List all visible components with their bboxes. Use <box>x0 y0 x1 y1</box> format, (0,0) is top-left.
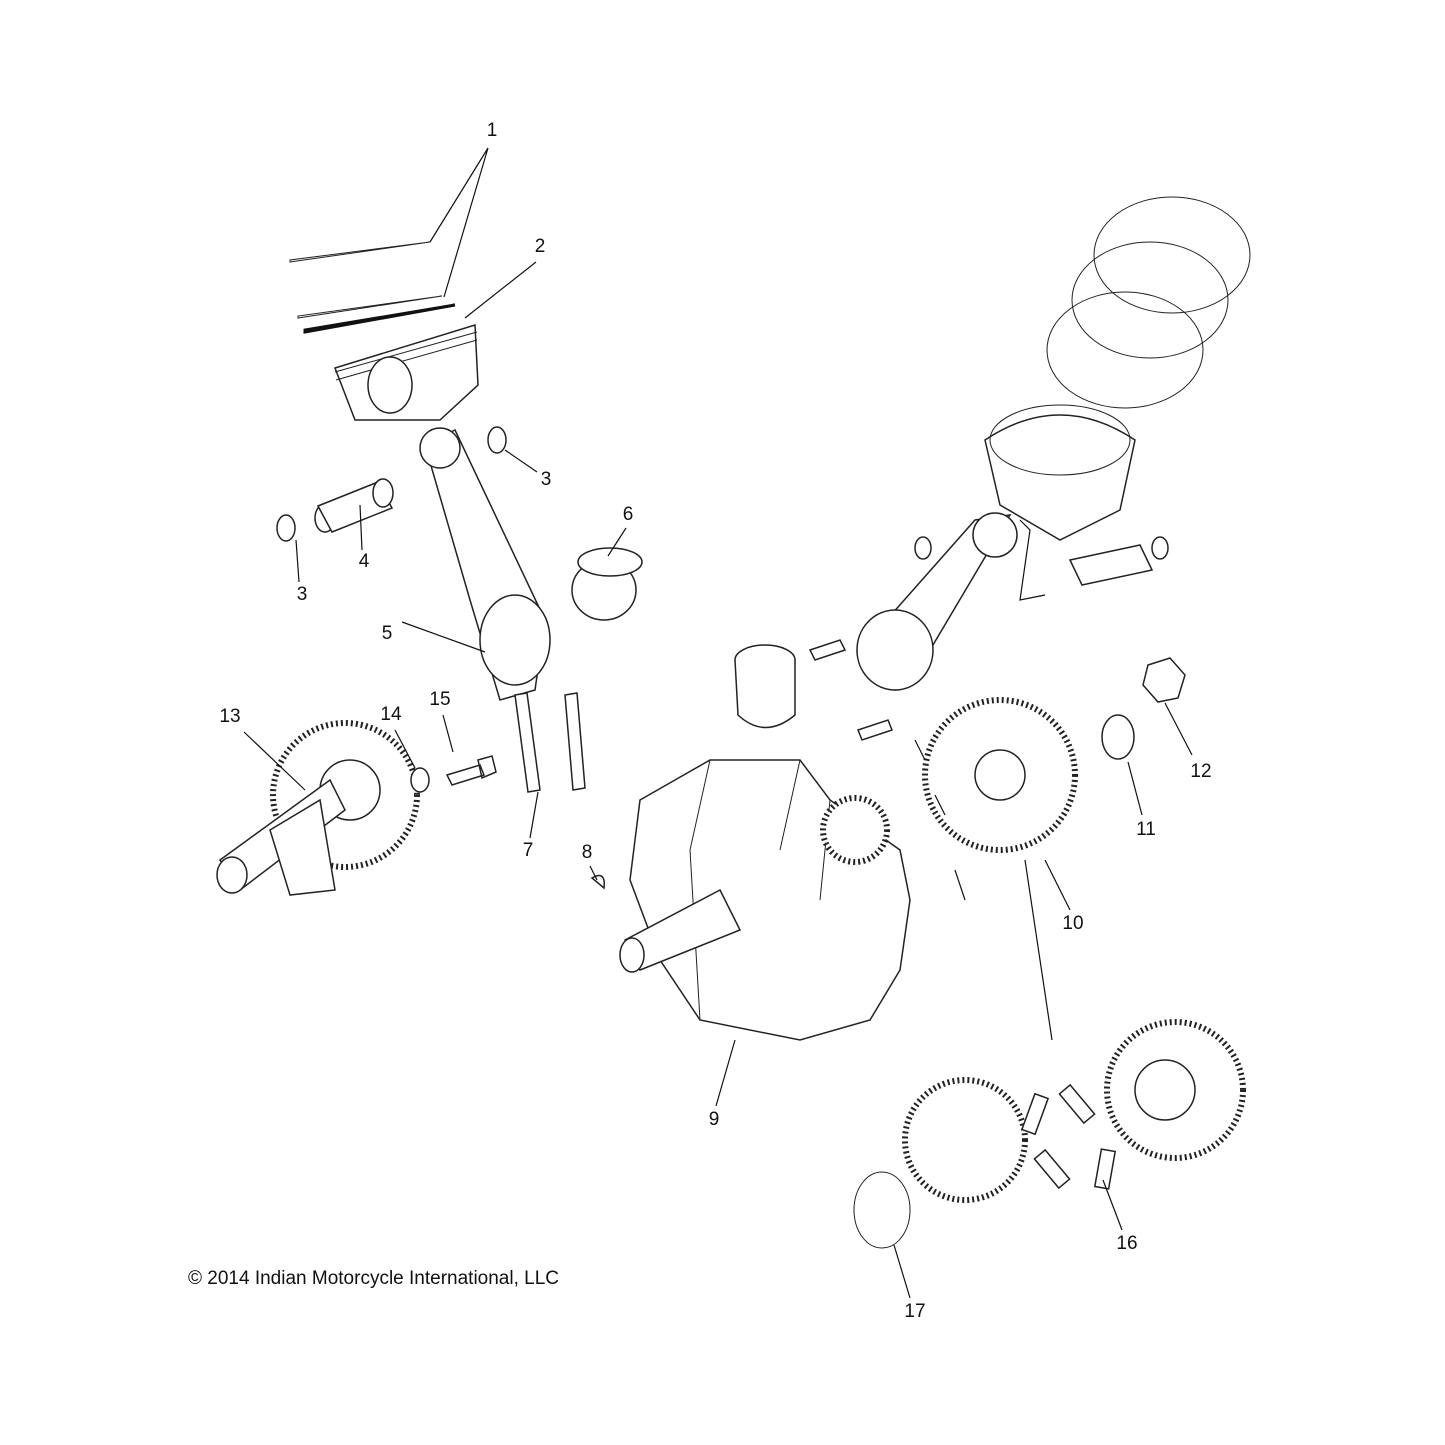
callout-12: 12 <box>1190 761 1212 782</box>
wrist-pin-right <box>1068 544 1154 586</box>
callout-4: 4 <box>358 551 370 572</box>
callout-1: 1 <box>486 120 498 141</box>
bolt <box>445 755 497 786</box>
primary-drive-gear <box>922 697 1078 853</box>
wrist-pin-left <box>314 478 394 533</box>
callout-2: 2 <box>534 236 546 257</box>
callout-7: 7 <box>522 840 534 861</box>
callout-11: 11 <box>1136 819 1156 840</box>
scissor-gear-assembly <box>853 1019 1246 1249</box>
callout-3: 3 <box>540 469 552 490</box>
piston-left <box>334 324 479 421</box>
nut <box>1142 657 1186 703</box>
crankshaft <box>619 759 911 1041</box>
callout-15: 15 <box>429 689 451 710</box>
callout-6: 6 <box>622 504 634 525</box>
callout-17: 17 <box>904 1301 926 1322</box>
callout-8: 8 <box>581 842 593 863</box>
circlip <box>487 426 507 454</box>
callout-3: 3 <box>296 584 308 605</box>
balance-shaft <box>216 720 420 896</box>
callout-9: 9 <box>708 1109 720 1130</box>
callout-10: 10 <box>1062 913 1084 934</box>
piston-right <box>984 404 1136 541</box>
woodruff-key <box>590 874 605 890</box>
callout-14: 14 <box>380 704 402 725</box>
copyright-text: 2014 Indian Motorcycle International, LL… <box>207 1268 559 1289</box>
washer <box>410 767 430 793</box>
bearing-left <box>571 547 643 621</box>
copyright-notice: © 2014 Indian Motorcycle International, … <box>188 1268 559 1290</box>
copyright-symbol: © <box>188 1268 202 1289</box>
callout-5: 5 <box>381 623 393 644</box>
piston-rings-left <box>289 241 456 334</box>
callout-13: 13 <box>219 706 241 727</box>
piston-rings-right <box>1046 196 1251 409</box>
leader-lines <box>243 147 1193 1299</box>
callout-16: 16 <box>1116 1233 1138 1254</box>
connecting-rod-left <box>419 427 551 701</box>
washer <box>1101 714 1135 760</box>
rod-bolts <box>514 692 586 793</box>
circlip <box>276 514 296 542</box>
connecting-rod-right <box>856 512 1018 692</box>
